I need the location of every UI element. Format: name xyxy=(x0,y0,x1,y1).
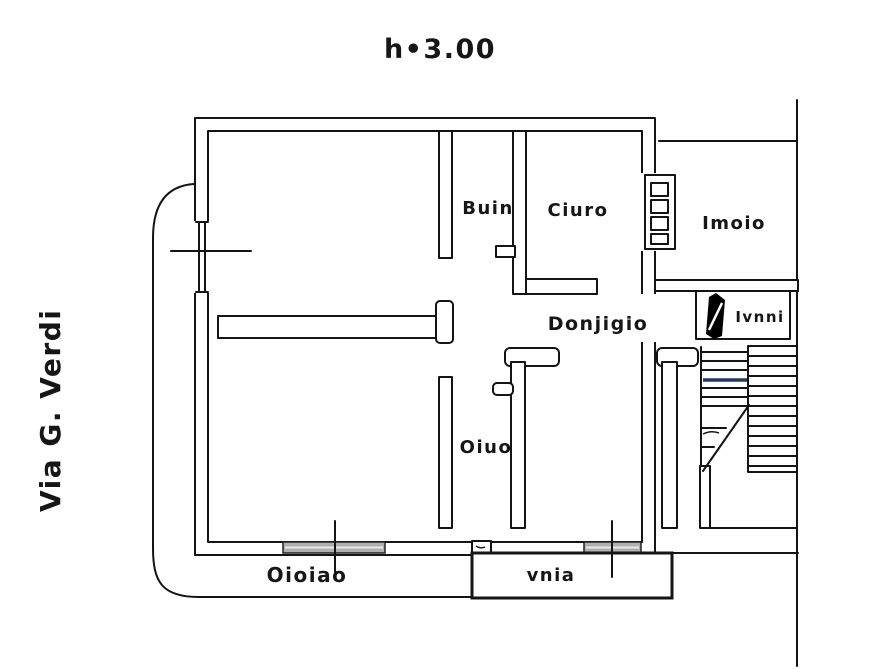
interior-walls xyxy=(217,130,699,529)
window-left xyxy=(170,221,252,293)
room-label-lift: Ivnni xyxy=(735,308,784,326)
stair-direction-line xyxy=(702,404,750,472)
room-label-balcony-bottom: Oioiao xyxy=(267,563,348,587)
room-label-lower-bath: Oiuo xyxy=(460,437,513,458)
room-label-hall: Donjigio xyxy=(548,313,649,335)
wall-openings xyxy=(194,173,656,554)
radiator-window-icon xyxy=(644,174,676,250)
door-handle-icon xyxy=(492,382,514,396)
window-ticks xyxy=(334,520,613,578)
room-label-balcony-top-right: Imoio xyxy=(702,213,766,234)
street-name: Via G. Verdi xyxy=(34,309,67,512)
room-label-top-bath: Buin xyxy=(462,198,514,219)
room-label-kitchen: Ciuro xyxy=(548,200,609,221)
stairs xyxy=(656,345,799,554)
elevator-box xyxy=(695,290,791,340)
stair-scribble xyxy=(702,430,720,435)
height-note: h•3.00 xyxy=(384,34,496,65)
veranda-outline xyxy=(470,551,674,600)
room-label-veranda: vnia xyxy=(527,565,576,586)
balcony-outline xyxy=(152,183,473,598)
